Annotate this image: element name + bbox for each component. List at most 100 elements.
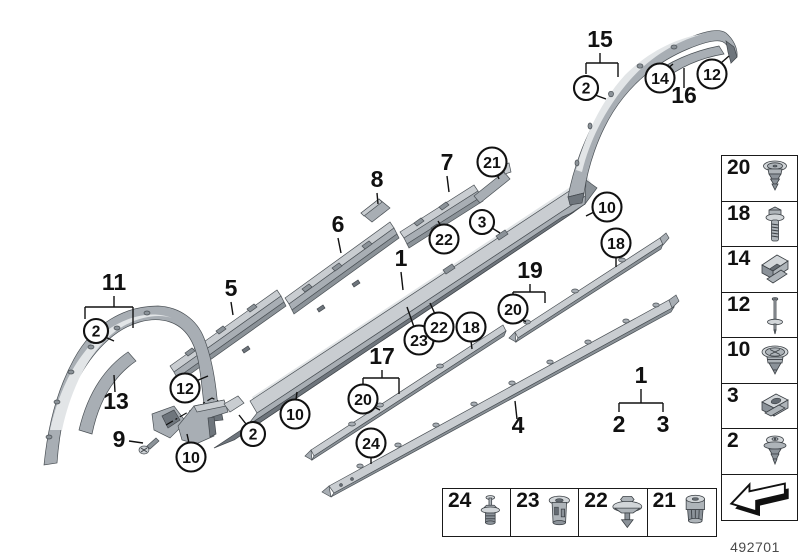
plain-callout-labels: 15 16 11 13 9 5 6 8 7 1 17 19 4 1 2 3 bbox=[102, 26, 697, 452]
legend-cell-12[interactable]: 12 bbox=[721, 291, 798, 339]
svg-text:20: 20 bbox=[354, 392, 372, 409]
svg-text:22: 22 bbox=[430, 320, 448, 337]
legend-cell-10[interactable]: 10 bbox=[721, 337, 798, 385]
svg-text:21: 21 bbox=[483, 155, 501, 172]
legend-cell-2[interactable]: 2 bbox=[721, 428, 798, 476]
callout-8[interactable]: 8 bbox=[371, 166, 384, 192]
svg-text:22: 22 bbox=[435, 232, 453, 249]
legend-cell-18[interactable]: 18 bbox=[721, 200, 798, 248]
direction-arrow-icon bbox=[729, 482, 789, 517]
svg-text:3: 3 bbox=[478, 215, 487, 232]
callout-leader-lines bbox=[84, 53, 730, 464]
svg-text:14: 14 bbox=[651, 71, 669, 88]
legend-cell-3[interactable]: 3 bbox=[721, 382, 798, 430]
legend-cell-arrow[interactable] bbox=[721, 473, 798, 521]
sill-trim-strip-1 bbox=[213, 176, 598, 449]
legend-cell-20[interactable]: 20 bbox=[721, 155, 798, 203]
callout-circle-10-sill[interactable]: 10 bbox=[279, 398, 311, 430]
tree-parent-1[interactable]: 1 bbox=[635, 362, 648, 388]
fastener-legend-sidebar: 20 18 14 bbox=[721, 155, 798, 521]
tree-child-3[interactable]: 3 bbox=[657, 411, 670, 437]
legend-label: 14 bbox=[727, 247, 751, 270]
callout-circle-18-mid[interactable]: 18 bbox=[455, 311, 487, 343]
sill-front-clip bbox=[223, 395, 245, 413]
callout-circle-10-rear[interactable]: 10 bbox=[591, 191, 623, 223]
callout-circle-2-front[interactable]: 2 bbox=[82, 317, 110, 345]
legend-label: 10 bbox=[727, 338, 751, 361]
legend-label: 24 bbox=[448, 489, 472, 512]
callout-1[interactable]: 1 bbox=[395, 245, 408, 271]
carrier-rail-7 bbox=[399, 162, 512, 249]
wide-flange-clip-icon bbox=[612, 496, 642, 529]
legend-cell-24[interactable]: 24 bbox=[442, 488, 512, 537]
callout-7[interactable]: 7 bbox=[441, 149, 454, 175]
pin-rivet-icon bbox=[767, 296, 783, 334]
svg-text:12: 12 bbox=[703, 67, 721, 84]
callout-circle-12-left[interactable]: 12 bbox=[169, 372, 201, 404]
callout-6[interactable]: 6 bbox=[332, 211, 345, 237]
sill-end-cap-bracket bbox=[177, 399, 229, 445]
callout-circle-12-rear[interactable]: 12 bbox=[696, 58, 728, 90]
mounting-bracket-9 bbox=[138, 405, 187, 455]
callout-circle-10-cap[interactable]: 10 bbox=[175, 441, 207, 473]
callout-circle-22-rail[interactable]: 22 bbox=[428, 223, 460, 255]
spacer-block-8 bbox=[360, 198, 391, 223]
callout-9[interactable]: 9 bbox=[113, 426, 126, 452]
legend-label: 22 bbox=[584, 489, 608, 512]
callout-4[interactable]: 4 bbox=[512, 412, 525, 438]
svg-text:2: 2 bbox=[92, 324, 101, 341]
callout-13[interactable]: 13 bbox=[103, 388, 129, 414]
rocker-strip-19 bbox=[508, 232, 670, 343]
callout-circle-20-strip19[interactable]: 20 bbox=[497, 293, 529, 325]
legend-cell-14[interactable]: 14 bbox=[721, 246, 798, 294]
rocker-strip-17 bbox=[304, 324, 507, 461]
callout-5[interactable]: 5 bbox=[225, 275, 238, 301]
callout-15[interactable]: 15 bbox=[587, 26, 613, 52]
legend-label: 23 bbox=[516, 489, 540, 512]
tree-child-2[interactable]: 2 bbox=[613, 411, 626, 437]
callout-16[interactable]: 16 bbox=[671, 82, 697, 108]
legend-cell-21[interactable]: 21 bbox=[646, 488, 717, 537]
svg-text:12: 12 bbox=[176, 381, 194, 398]
flange-bolt-icon bbox=[765, 206, 785, 241]
legend-cell-22[interactable]: 22 bbox=[578, 488, 649, 537]
legend-label: 20 bbox=[727, 156, 751, 179]
expansion-nut-icon bbox=[685, 494, 705, 524]
callout-circle-21[interactable]: 21 bbox=[476, 146, 508, 178]
svg-text:10: 10 bbox=[598, 200, 616, 217]
callout-circle-22-sill[interactable]: 22 bbox=[423, 311, 455, 343]
callout-circle-3[interactable]: 3 bbox=[468, 208, 496, 236]
callout-circle-2-rear[interactable]: 2 bbox=[572, 74, 600, 102]
svg-text:18: 18 bbox=[462, 320, 480, 337]
expansion-rivet-icon bbox=[763, 435, 787, 466]
push-rivet-icon bbox=[763, 160, 787, 191]
legend-label: 21 bbox=[652, 489, 676, 512]
drawing-number: 492701 bbox=[730, 539, 780, 555]
callout-circle-20-strip17[interactable]: 20 bbox=[347, 383, 379, 415]
svg-text:24: 24 bbox=[362, 436, 380, 453]
sheet-metal-clip-icon bbox=[761, 254, 789, 284]
rear-wheel-arch-trim bbox=[567, 30, 738, 206]
callout-11[interactable]: 11 bbox=[102, 269, 127, 295]
cage-clip-icon bbox=[761, 393, 789, 417]
expansion-rivet-pin-icon bbox=[481, 495, 501, 525]
legend-cell-23[interactable]: 23 bbox=[510, 488, 581, 537]
callout-circle-24[interactable]: 24 bbox=[355, 427, 387, 459]
callout-19[interactable]: 19 bbox=[517, 257, 543, 283]
callout-circle-18-right[interactable]: 18 bbox=[600, 227, 632, 259]
carrier-rail-6 bbox=[284, 221, 400, 315]
svg-text:2: 2 bbox=[582, 81, 591, 98]
callout-circle-14[interactable]: 14 bbox=[644, 62, 676, 94]
svg-text:20: 20 bbox=[504, 302, 522, 319]
callout-circle-2-sill[interactable]: 2 bbox=[239, 420, 267, 448]
legend-label: 3 bbox=[727, 383, 739, 407]
svg-text:18: 18 bbox=[607, 236, 625, 253]
arch-inner-strip-13 bbox=[78, 351, 137, 435]
grommet-sleeve-icon bbox=[548, 495, 570, 526]
legend-label: 2 bbox=[727, 429, 739, 452]
svg-text:10: 10 bbox=[286, 407, 304, 424]
callout-17[interactable]: 17 bbox=[369, 343, 395, 369]
carrier-rail-5 bbox=[169, 289, 287, 383]
